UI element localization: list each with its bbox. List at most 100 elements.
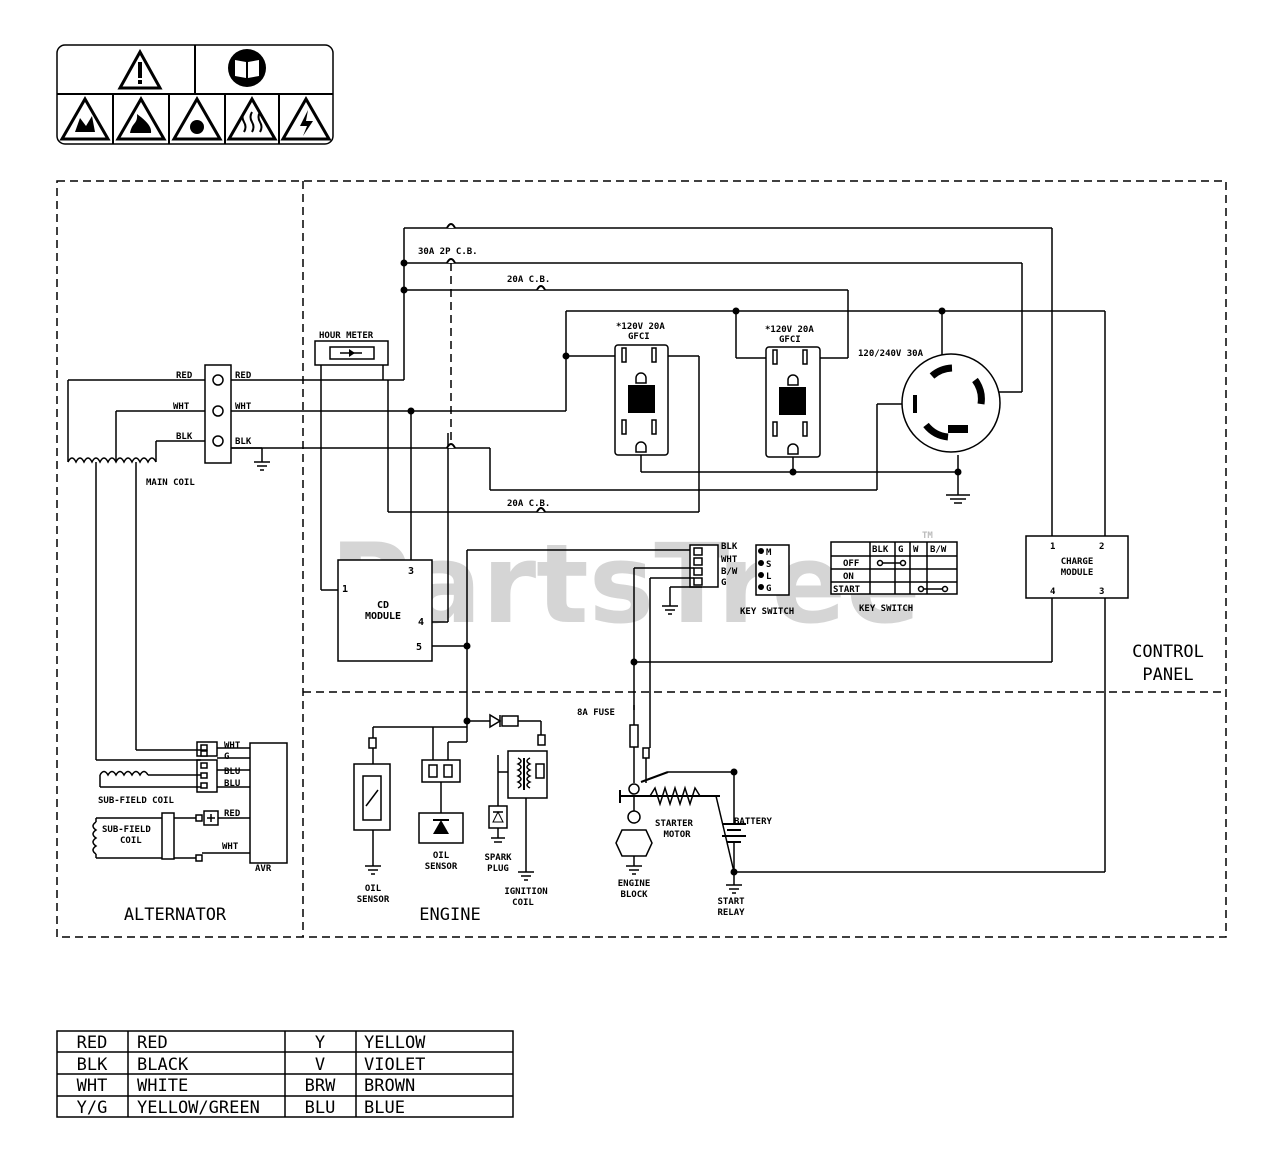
spark-plug-label-1: SPARK bbox=[484, 853, 512, 863]
avr-wire-blu2: BLU bbox=[224, 779, 240, 789]
legend-color: BROWN bbox=[364, 1076, 415, 1096]
charge-pin-2: 2 bbox=[1099, 542, 1104, 552]
oil-sensor-a bbox=[353, 726, 467, 875]
ks-table-header-w: W bbox=[913, 545, 919, 555]
twistlock-label: 120/240V 30A bbox=[858, 349, 924, 359]
fuse-label: 8A FUSE bbox=[577, 708, 615, 718]
legend-color: YELLOW/GREEN bbox=[137, 1098, 260, 1118]
terminal-block bbox=[204, 364, 232, 464]
breaker-20a-top bbox=[536, 285, 546, 291]
ks-wire-g: G bbox=[721, 578, 726, 588]
manual-book-icon bbox=[228, 49, 266, 87]
hour-meter-label: HOUR METER bbox=[319, 331, 374, 341]
breaker-30a bbox=[446, 223, 456, 449]
gfci-1-label: GFCI bbox=[628, 332, 650, 342]
ks-table-header-blk: BLK bbox=[872, 545, 889, 555]
ks-pin-g: G bbox=[766, 584, 771, 594]
ignition-coil bbox=[497, 750, 548, 881]
start-relay-label-2: RELAY bbox=[717, 908, 745, 918]
charge-module bbox=[1025, 535, 1129, 599]
warning-triangle-icon bbox=[117, 48, 163, 90]
sub-field-coil-label-1: SUB-FIELD COIL bbox=[98, 796, 174, 806]
charge-pin-1: 1 bbox=[1050, 542, 1055, 552]
spark-plug bbox=[488, 805, 508, 843]
battery-label: BATTERY bbox=[734, 817, 773, 827]
oil-sensor-b-label-1: OIL bbox=[433, 851, 450, 861]
legend-color: BLACK bbox=[137, 1055, 189, 1075]
explosion-hazard-icon bbox=[59, 95, 111, 141]
cd-module-label-1: CD bbox=[377, 600, 389, 611]
legend-color: VIOLET bbox=[364, 1055, 425, 1075]
ks-pin-l: L bbox=[766, 572, 772, 582]
legend-code: BLK bbox=[77, 1055, 108, 1075]
sub-field-coil-label-2a: SUB-FIELD bbox=[102, 825, 151, 835]
gfci-1-rating: *120V 20A bbox=[616, 322, 665, 332]
twistlock-receptacle bbox=[901, 353, 1001, 453]
hot-surface-icon bbox=[226, 95, 278, 141]
starter-circuit bbox=[615, 705, 746, 894]
charge-module-label-2: MODULE bbox=[1061, 568, 1094, 578]
breaker-20a-bottom bbox=[536, 507, 546, 513]
avr-wire-blu1: BLU bbox=[224, 767, 240, 777]
hour-meter bbox=[314, 340, 389, 366]
cd-pin-1: 1 bbox=[342, 584, 348, 595]
key-switch-label-1: KEY SWITCH bbox=[740, 607, 794, 617]
legend-color: BLUE bbox=[364, 1098, 405, 1118]
fire-hazard-icon bbox=[115, 95, 167, 141]
ks-wire-wht: WHT bbox=[721, 555, 738, 565]
wire-label-blk-right: BLK bbox=[235, 437, 252, 447]
charge-module-label-1: CHARGE bbox=[1061, 557, 1094, 567]
ks-table-row-on: ON bbox=[843, 572, 854, 582]
breaker-20a-bottom-label: 20A C.B. bbox=[507, 499, 550, 509]
gfci-outlet-1 bbox=[614, 344, 669, 456]
ignition-coil-label-2: COIL bbox=[512, 898, 534, 908]
key-switch-connector bbox=[633, 544, 790, 748]
legend-code: Y/G bbox=[77, 1098, 108, 1118]
starter-motor-label-2: MOTOR bbox=[663, 830, 691, 840]
oil-sensor-b bbox=[418, 727, 467, 844]
ks-wire-blk: BLK bbox=[721, 542, 738, 552]
breaker-30a-label: 30A 2P C.B. bbox=[418, 247, 478, 257]
ground-symbol-terminal bbox=[231, 447, 270, 471]
control-panel-wiring bbox=[231, 227, 1106, 873]
spark-plug-label-2: PLUG bbox=[487, 864, 509, 874]
oil-sensor-b-label-2: SENSOR bbox=[425, 862, 458, 872]
wire-label-wht-right: WHT bbox=[235, 402, 252, 412]
ground-symbol-panel bbox=[946, 494, 970, 504]
avr bbox=[92, 741, 288, 864]
legend-color: YELLOW bbox=[364, 1033, 426, 1053]
charge-pin-4: 4 bbox=[1050, 587, 1056, 597]
key-switch-label-2: KEY SWITCH bbox=[859, 604, 913, 614]
wire-label-wht-left: WHT bbox=[173, 402, 190, 412]
electric-shock-icon bbox=[280, 95, 332, 141]
gfci-2-label: GFCI bbox=[779, 335, 801, 345]
engine-block-label-2: BLOCK bbox=[620, 890, 648, 900]
ks-table-row-start: START bbox=[833, 585, 861, 595]
breaker-20a-top-label: 20A C.B. bbox=[507, 275, 550, 285]
ks-table-row-off: OFF bbox=[843, 559, 859, 569]
ks-pin-s: S bbox=[766, 560, 771, 570]
wire-label-blk-left: BLK bbox=[176, 432, 193, 442]
legend-code: BLU bbox=[305, 1098, 336, 1118]
avr-wire-wht: WHT bbox=[224, 741, 241, 751]
burst-hazard-icon bbox=[171, 95, 223, 141]
legend-code: Y bbox=[315, 1033, 325, 1053]
region-frames bbox=[56, 180, 1227, 938]
wire-label-red-right: RED bbox=[235, 371, 252, 381]
oil-sensor-a-label-2: SENSOR bbox=[357, 895, 390, 905]
warning-label bbox=[56, 44, 334, 145]
cd-module-label-2: MODULE bbox=[365, 611, 401, 622]
key-switch-table bbox=[830, 541, 958, 595]
legend-code: V bbox=[315, 1055, 325, 1075]
cd-module bbox=[337, 559, 433, 662]
ks-table-header-bw: B/W bbox=[930, 545, 947, 555]
avr-label: AVR bbox=[255, 864, 272, 874]
wire-label-red-left: RED bbox=[176, 371, 193, 381]
color-legend-table bbox=[56, 1030, 514, 1118]
region-panel-label: PANEL bbox=[1142, 665, 1193, 685]
legend-code: RED bbox=[77, 1033, 108, 1053]
engine-block-label-1: ENGINE bbox=[618, 879, 651, 889]
watermark-tm: TM bbox=[922, 531, 933, 541]
avr-wire-wht2: WHT bbox=[222, 842, 239, 852]
